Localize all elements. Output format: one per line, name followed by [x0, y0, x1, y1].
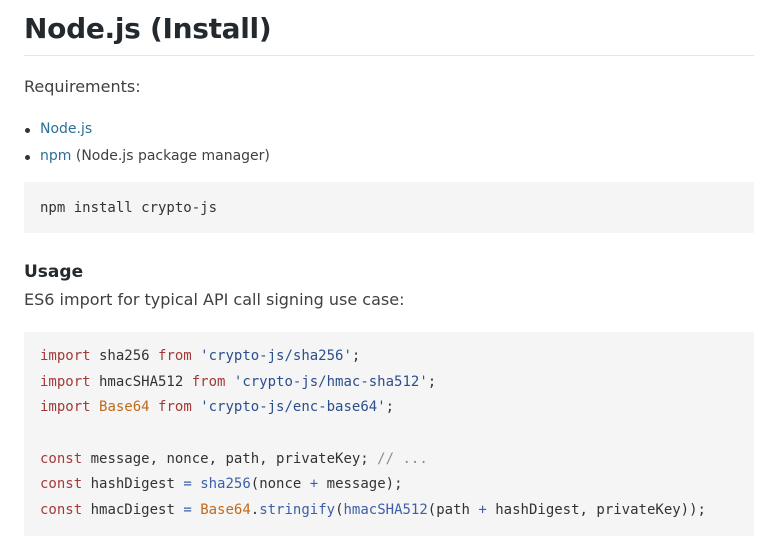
arguments: message);: [318, 476, 403, 493]
title-divider: [24, 55, 754, 56]
identifier: hmacDigest: [82, 502, 184, 519]
identifier: sha256: [90, 348, 159, 364]
usage-code-block[interactable]: import sha256 from 'crypto-js/sha256'; i…: [24, 332, 754, 536]
punctuation: ;: [427, 373, 437, 390]
object-name: Base64: [200, 502, 251, 519]
code-line-3: import Base64 from 'crypto-js/enc-base64…: [40, 395, 738, 421]
whitespace: [192, 399, 200, 415]
whitespace: [192, 502, 200, 518]
install-code-block[interactable]: npm install crypto-js: [24, 182, 754, 233]
string-literal: 'crypto-js/enc-base64': [200, 399, 386, 416]
punctuation: ;: [351, 348, 361, 364]
keyword: from: [158, 348, 192, 364]
punctuation: .: [250, 502, 260, 519]
whitespace: [150, 399, 158, 415]
identifier: hmacSHA512: [90, 373, 192, 390]
keyword: from: [191, 373, 226, 390]
punctuation: ;: [385, 399, 395, 416]
code-line-7: const hmacDigest = Base64.stringify(hmac…: [40, 498, 738, 524]
code-line-5: const message, nonce, path, privateKey; …: [40, 447, 738, 473]
code-line-1: import sha256 from 'crypto-js/sha256';: [40, 344, 738, 370]
code-line-blank: [40, 421, 738, 447]
identifier: message, nonce, path, privateKey;: [82, 450, 378, 467]
operator: =: [183, 476, 192, 493]
usage-heading: Usage: [24, 262, 84, 282]
identifier: Base64: [99, 399, 150, 416]
punctuation: (: [335, 502, 344, 519]
identifier: hashDigest: [82, 476, 184, 493]
string-literal: 'crypto-js/sha256': [200, 348, 352, 364]
usage-description: ES6 import for typical API call signing …: [24, 290, 405, 309]
list-item-text: (Node.js package manager): [71, 148, 270, 164]
keyword: import: [40, 399, 91, 416]
nodejs-link[interactable]: Node.js: [40, 121, 93, 137]
operator: +: [309, 476, 319, 493]
list-item: Node.js: [24, 116, 754, 143]
arguments: (nonce: [250, 476, 310, 493]
code-comment: // ...: [377, 450, 428, 467]
install-command: npm install crypto-js: [40, 200, 218, 216]
operator: +: [478, 502, 487, 519]
npm-link[interactable]: npm: [40, 148, 72, 164]
keyword: const: [40, 476, 83, 493]
operator: =: [183, 502, 192, 519]
whitespace: [225, 374, 233, 390]
requirements-list: Node.js npm (Node.js package manager): [24, 116, 754, 170]
method-name: stringify: [259, 502, 336, 519]
whitespace: [91, 399, 99, 415]
keyword: import: [40, 373, 91, 390]
whitespace: [192, 348, 200, 364]
keyword: from: [158, 399, 192, 416]
keyword: const: [40, 450, 83, 467]
function-name: sha256: [200, 476, 251, 493]
arguments: hashDigest, privateKey));: [486, 502, 706, 519]
keyword: const: [40, 502, 83, 519]
keyword: import: [40, 348, 91, 364]
string-literal: 'crypto-js/hmac-sha512': [233, 373, 428, 390]
requirements-label: Requirements:: [24, 77, 141, 96]
whitespace: [192, 476, 200, 492]
arguments: (path: [427, 502, 479, 519]
page-title: Node.js (Install): [24, 12, 272, 45]
code-line-2: import hmacSHA512 from 'crypto-js/hmac-s…: [40, 370, 738, 396]
list-item: npm (Node.js package manager): [24, 143, 754, 170]
code-line-6: const hashDigest = sha256(nonce + messag…: [40, 472, 738, 498]
function-name: hmacSHA512: [343, 502, 428, 519]
